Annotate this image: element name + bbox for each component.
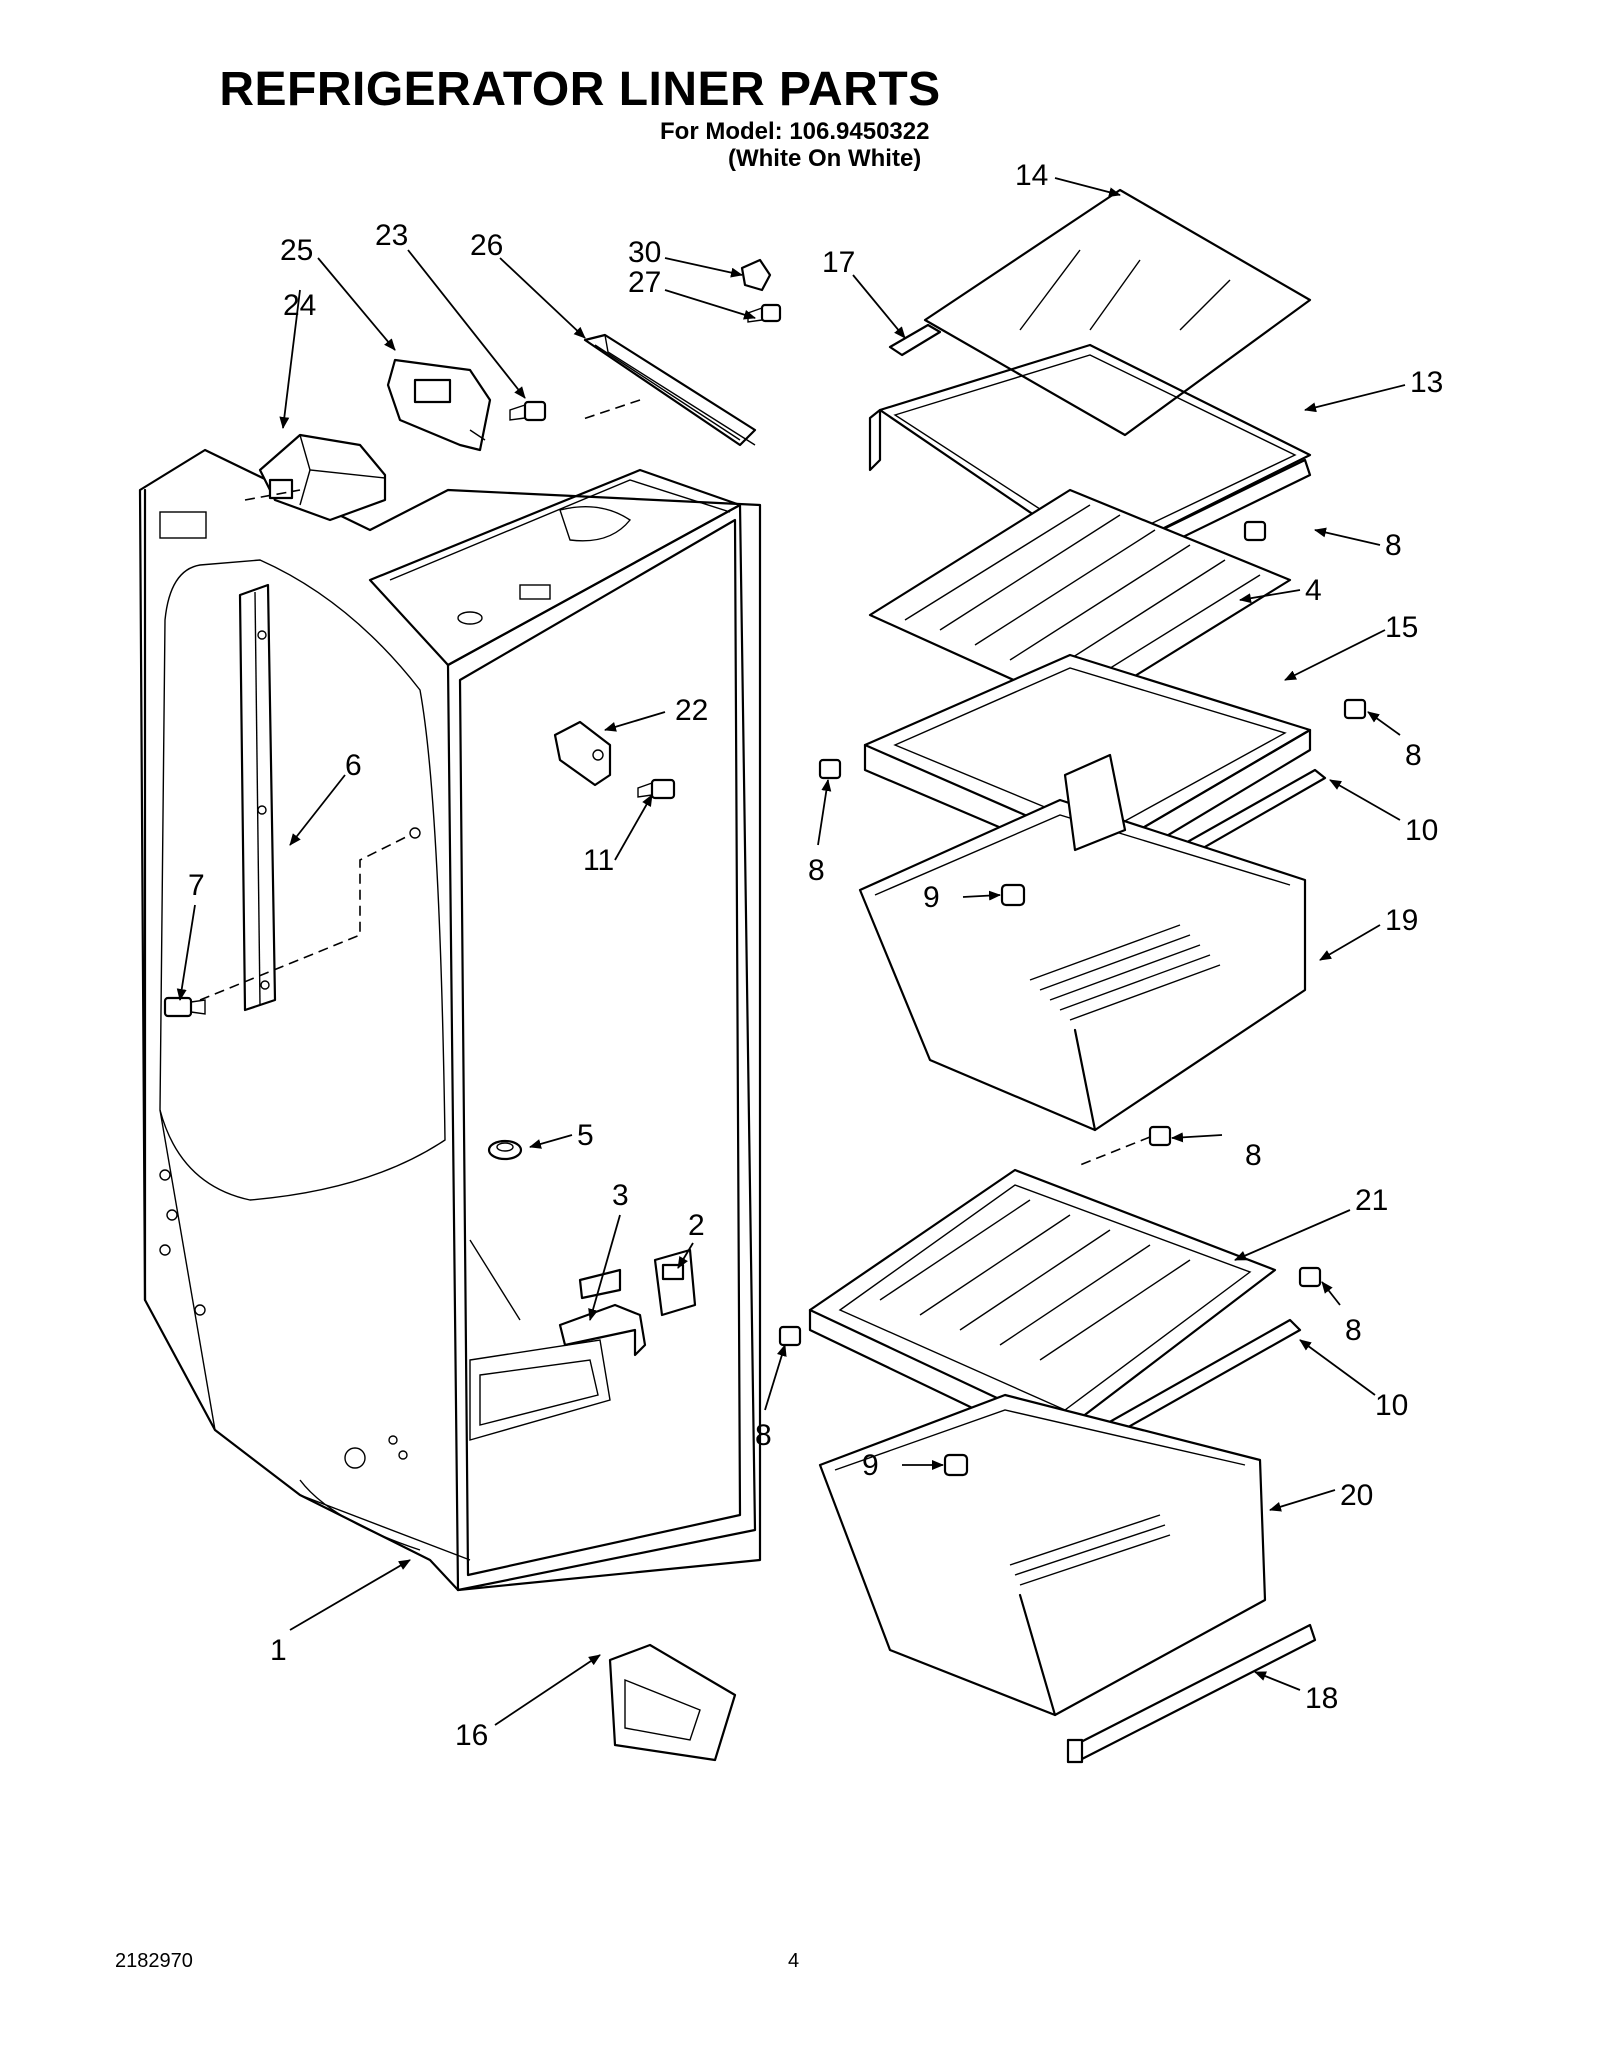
callout-labels: 1 2 3 4 5 6 7 8 8 8 8 8 8 9 9 10 10 11 1…: [188, 159, 1443, 1752]
callout-10a: 10: [1405, 814, 1438, 847]
part-3-bracket: [558, 1303, 647, 1357]
part-30-clip: [740, 258, 772, 292]
callout-11: 11: [583, 844, 614, 877]
part-6-rail: [238, 583, 277, 1012]
color-line: (White On White): [728, 145, 922, 172]
callout-8d: 8: [1245, 1139, 1262, 1172]
part-17-trim: [888, 323, 942, 357]
callout-9b: 9: [862, 1449, 879, 1482]
hole: [409, 827, 421, 839]
callout-25: 25: [280, 234, 313, 267]
part-14-glass-shelf: [923, 188, 1312, 437]
part-19-crisper: [858, 753, 1307, 1132]
callout-23: 23: [375, 219, 408, 252]
callout-17: 17: [822, 246, 855, 279]
part-16-plate: [608, 1643, 737, 1762]
callout-10b: 10: [1375, 1389, 1408, 1422]
callout-8a: 8: [1385, 529, 1402, 562]
callout-24: 24: [283, 289, 316, 322]
liner-cabinet: [138, 448, 762, 1592]
part-20-pan: [818, 1393, 1267, 1717]
part-2-bracket: [578, 1248, 697, 1317]
callout-8f: 8: [755, 1419, 772, 1452]
leader-lines: [176, 177, 1406, 1726]
page-number: 4: [788, 1950, 800, 1972]
part-21-cover: [808, 1168, 1277, 1452]
callout-8e: 8: [1345, 1314, 1362, 1347]
part-11-screw: [637, 778, 676, 800]
shelf-screws: [778, 520, 1367, 1477]
part-7-screw: [163, 996, 206, 1018]
callout-8b: 8: [1405, 739, 1422, 772]
part-18-rail: [1066, 1623, 1317, 1764]
dashline: [244, 489, 301, 501]
callout-2: 2: [688, 1209, 705, 1242]
callout-18: 18: [1305, 1682, 1338, 1715]
callout-16: 16: [455, 1719, 488, 1752]
model-line: For Model: 106.9450322: [660, 118, 930, 145]
callout-7: 7: [188, 869, 205, 902]
page-title: REFRIGERATOR LINER PARTS: [219, 63, 941, 116]
callout-21: 21: [1355, 1184, 1388, 1217]
callout-19: 19: [1385, 904, 1418, 937]
callout-30: 30: [628, 236, 661, 269]
callout-1: 1: [270, 1634, 287, 1667]
part-7-dashline: [199, 834, 411, 1001]
callout-14: 14: [1015, 159, 1048, 192]
callout-6: 6: [345, 749, 362, 782]
callout-26: 26: [470, 229, 503, 262]
callout-8c: 8: [808, 854, 825, 887]
dashline: [1079, 1136, 1151, 1166]
part-25-bracket: [386, 358, 492, 452]
callout-22: 22: [675, 694, 708, 727]
callout-13: 13: [1410, 366, 1443, 399]
callout-15: 15: [1385, 611, 1418, 644]
part-22-bracket: [553, 720, 612, 787]
part-26-channel: [583, 333, 757, 447]
document-number: 2182970: [115, 1950, 193, 1972]
callout-9a: 9: [923, 881, 940, 914]
part-4-shelf: [868, 488, 1292, 712]
part-24-light-housing: [258, 433, 387, 522]
callout-4: 4: [1305, 574, 1322, 607]
part-27-screw: [747, 303, 782, 323]
part-23-screw: [509, 400, 547, 422]
part-5-grommet: [487, 1139, 523, 1161]
callout-27: 27: [628, 266, 661, 299]
callout-5: 5: [577, 1119, 594, 1152]
callout-3: 3: [612, 1179, 629, 1212]
dashline: [579, 399, 641, 421]
callout-20: 20: [1340, 1479, 1373, 1512]
